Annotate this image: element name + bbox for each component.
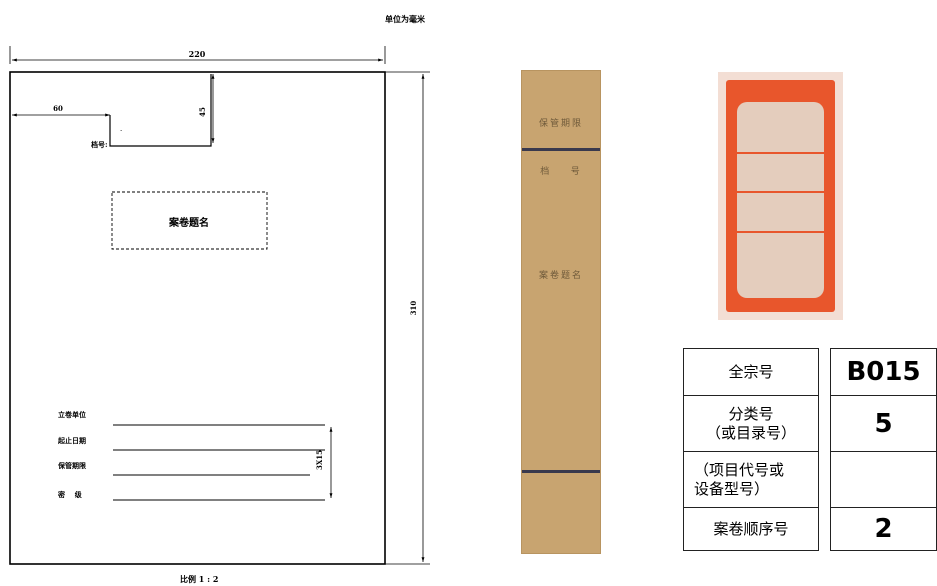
spine-label-dang-hao: 档 号 xyxy=(540,167,582,177)
spine-divider-bottom xyxy=(522,470,600,473)
spine-label-bao-guan: 保管期限 xyxy=(538,119,583,129)
spine-photo: 保管期限 档 号 案卷题名 xyxy=(521,70,601,554)
title-box xyxy=(111,191,268,250)
unit-note: 单位为毫米 xyxy=(385,14,425,24)
rows-dimension: 3X15 xyxy=(315,427,333,498)
field-label-bao-guan: 保管期限 xyxy=(57,461,87,470)
row-value-fen-lei: 5 xyxy=(830,395,937,452)
title-box-label: 案卷题名 xyxy=(168,216,209,229)
row-label-quan-zong: 全宗号 xyxy=(683,348,819,396)
dim-height-label: 310 xyxy=(409,301,418,316)
cover-drawing: 220 310 60 45 档号: · 案卷题名 立卷单位 起止日期 保管期限 … xyxy=(9,46,430,565)
label-rule xyxy=(737,231,824,233)
cover-page-outline xyxy=(9,71,386,565)
dim-width-label: 220 xyxy=(189,49,206,59)
label-rule xyxy=(737,152,824,154)
height-dimension: 310 xyxy=(385,71,430,565)
label-orange-frame xyxy=(726,80,835,312)
row-value-an-juan: 2 xyxy=(830,507,937,551)
label-inner-panel xyxy=(737,102,824,298)
width-dimension: 220 xyxy=(9,46,386,64)
row-value-quan-zong: B015 xyxy=(830,348,937,396)
scale-note: 比例 1 : 2 xyxy=(180,574,219,584)
dang-hao-field xyxy=(109,74,212,147)
spine-label-title: 案卷题名 xyxy=(538,271,583,281)
row-label-fen-lei: 分类号 （或目录号） xyxy=(683,395,819,452)
dang-hao-label: 档号: xyxy=(90,140,108,149)
top-offset-dimension: 45 xyxy=(198,74,215,143)
left-offset-dimension: 60 xyxy=(12,104,110,117)
row-label-an-juan: 案卷顺序号 xyxy=(683,507,819,551)
svg-text:·: · xyxy=(120,127,122,135)
row-label-xiang-mu: （项目代号或 设备型号） xyxy=(683,451,819,508)
field-label-mi-ji: 密 级 xyxy=(58,490,83,499)
dim-rows-label: 3X15 xyxy=(315,450,324,470)
dim-left-label: 60 xyxy=(53,104,63,113)
field-label-qi-zhi: 起止日期 xyxy=(57,436,86,445)
dim-top-label: 45 xyxy=(198,107,207,117)
label-rule xyxy=(737,191,824,193)
row-value-xiang-mu xyxy=(830,451,937,508)
spine-divider-top xyxy=(522,148,600,151)
field-label-li-juan: 立卷单位 xyxy=(58,410,86,419)
spine-label-photo xyxy=(718,72,843,320)
